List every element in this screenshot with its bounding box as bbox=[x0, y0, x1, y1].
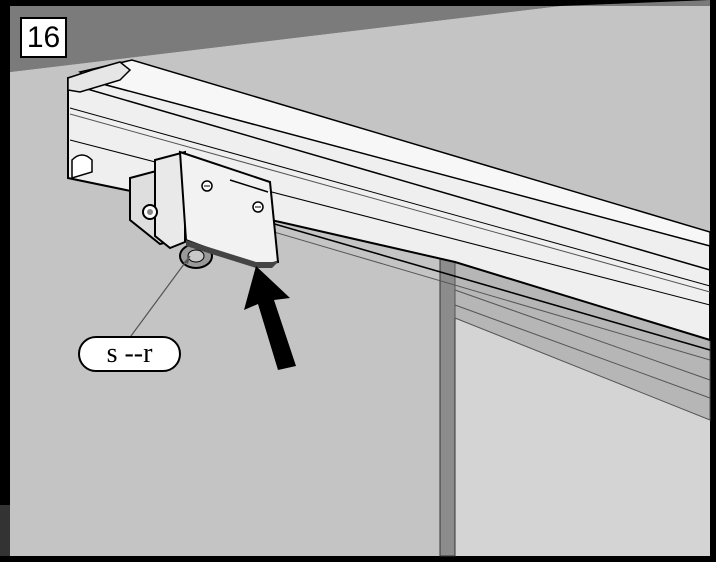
push-arrow-icon bbox=[244, 266, 296, 370]
rail-groove-2 bbox=[69, 107, 711, 287]
left-edge-shadow bbox=[0, 505, 10, 556]
screw-head bbox=[147, 209, 153, 215]
roller-hub bbox=[187, 249, 205, 263]
rail-bottom-lip bbox=[239, 213, 711, 351]
clip-plate-edge bbox=[186, 240, 278, 268]
glass-line-1 bbox=[454, 289, 711, 381]
part-callout-label: s --r bbox=[78, 336, 181, 372]
rail-bottom-line bbox=[239, 221, 711, 361]
glass-line-2 bbox=[454, 304, 711, 399]
rail-end-profile bbox=[67, 61, 132, 93]
glass-panel-edge bbox=[439, 257, 456, 557]
callout-leader bbox=[127, 255, 191, 341]
rail-groove-3 bbox=[69, 113, 711, 293]
step-number: 16 bbox=[20, 17, 67, 58]
rail-groove-1 bbox=[69, 83, 711, 271]
callout-leader-tip bbox=[184, 256, 190, 264]
clip-plate-top-line bbox=[229, 179, 269, 193]
rail-end-slot bbox=[71, 154, 93, 180]
ceiling-plane bbox=[10, 6, 560, 72]
